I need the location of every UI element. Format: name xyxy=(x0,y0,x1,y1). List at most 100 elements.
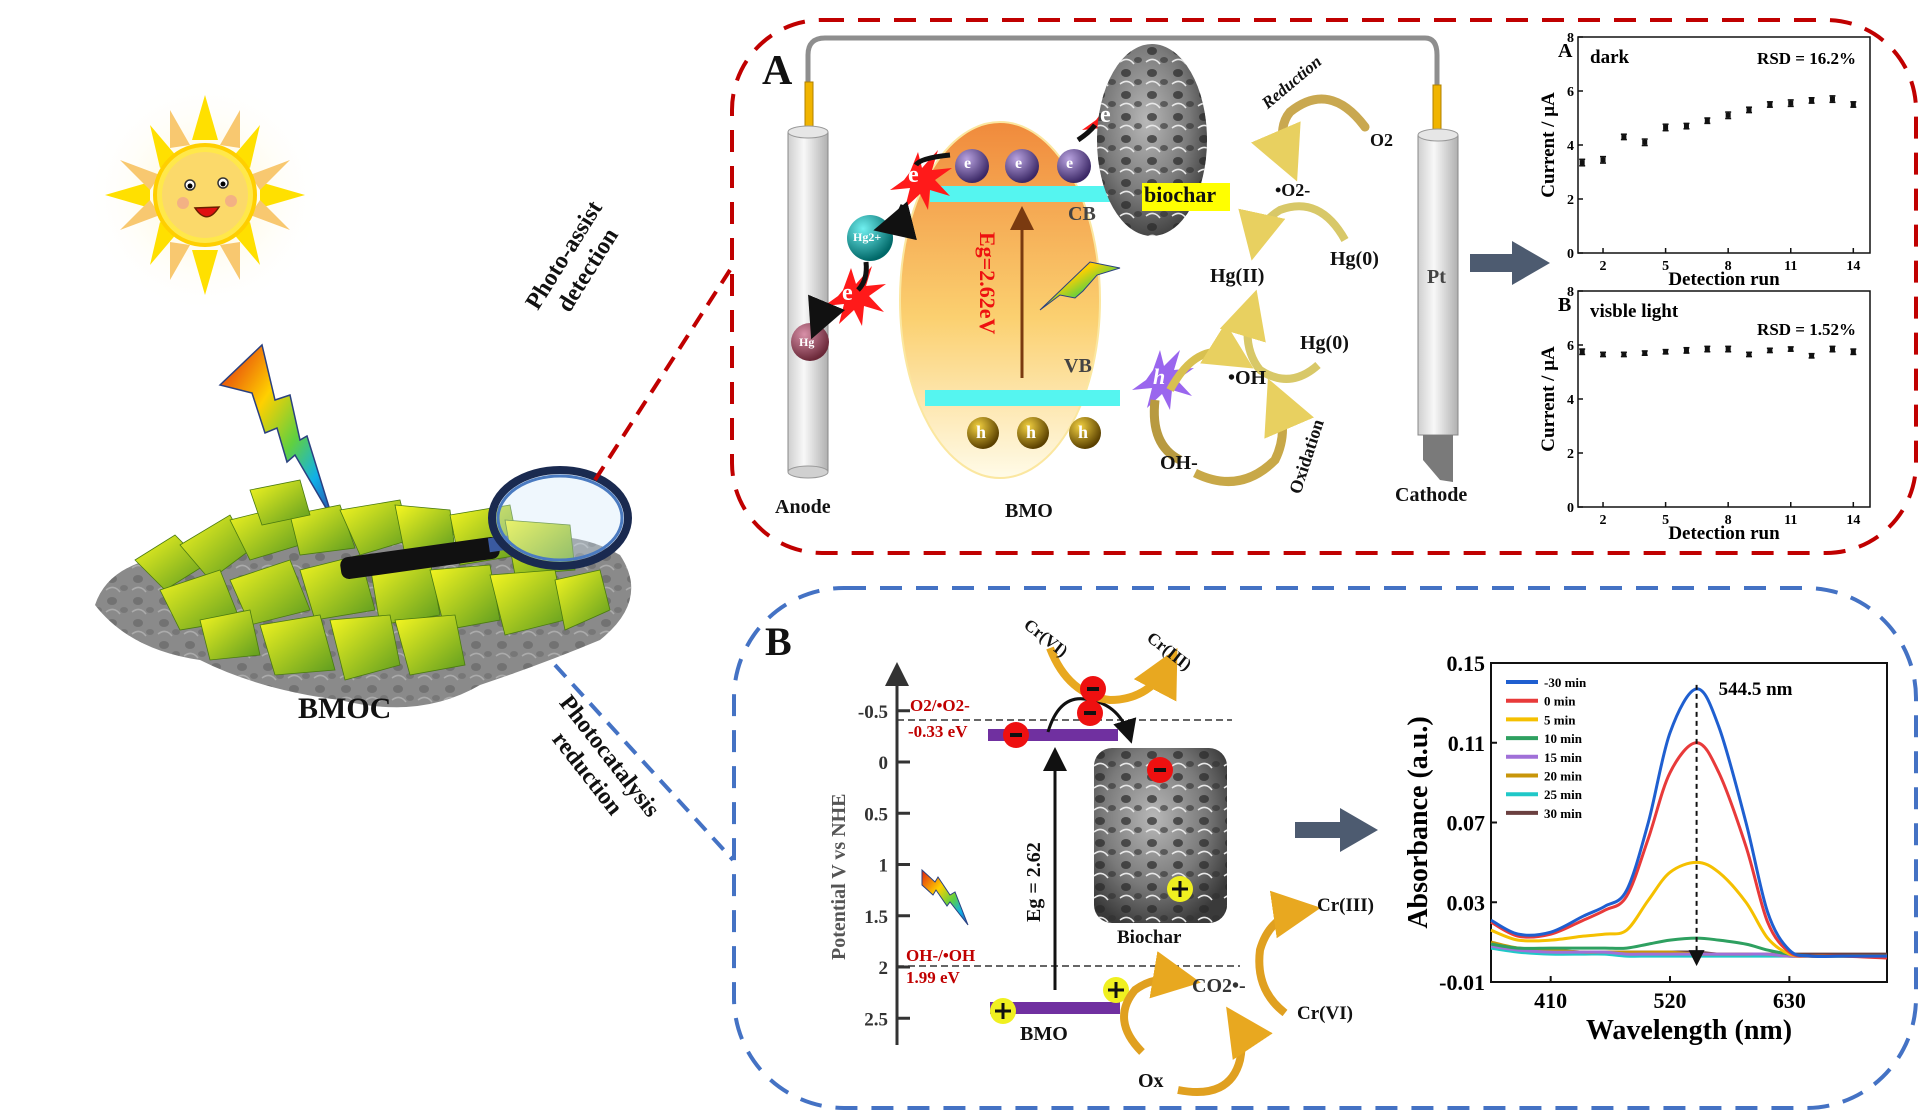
potential-tick-label: 1 xyxy=(879,856,889,877)
star-hole-label: h xyxy=(1153,364,1166,389)
x-tick-label: 2 xyxy=(1600,259,1607,274)
x-tick-label: 14 xyxy=(1846,259,1860,274)
legend-label: 25 min xyxy=(1544,787,1583,802)
data-point xyxy=(1683,347,1689,353)
superoxide-label: •O2- xyxy=(1275,180,1311,200)
vb-label: VB xyxy=(1064,355,1092,377)
x-tick-label: 8 xyxy=(1725,259,1732,274)
light-bolt-small-icon xyxy=(1039,261,1121,311)
spectrum-line xyxy=(1490,687,1887,959)
data-point xyxy=(1621,134,1627,140)
cr3-label-right: Cr(III) xyxy=(1317,895,1374,916)
data-point xyxy=(1850,349,1856,355)
y-tick-label: 8 xyxy=(1567,285,1574,300)
biochar-label-b: Biochar xyxy=(1117,927,1182,948)
arrow-to-detection-charts xyxy=(1470,241,1550,285)
data-point xyxy=(1767,347,1773,353)
data-point xyxy=(1829,346,1835,352)
vb-hole-label-1: h xyxy=(976,422,987,442)
vb-holes xyxy=(967,417,1101,449)
data-point xyxy=(1600,351,1606,357)
data-point xyxy=(1642,139,1648,145)
o2-label: O2 xyxy=(1370,130,1394,150)
oh-minus-label: OH- xyxy=(1160,452,1198,474)
x-tick-label: 11 xyxy=(1784,259,1797,274)
legend-label: -30 min xyxy=(1544,675,1587,690)
chart-condition-label: visble light xyxy=(1590,301,1679,322)
sun-icon xyxy=(85,75,325,315)
y-tick-label: 0.07 xyxy=(1447,811,1486,836)
cb-electron-label-3: e xyxy=(1066,155,1074,172)
bmo-particle xyxy=(899,121,1101,479)
panel-b-border xyxy=(732,586,1918,1110)
electron-star-1 xyxy=(890,150,952,210)
data-point xyxy=(1621,351,1627,357)
o2-couple-label: O2/•O2- xyxy=(910,696,970,715)
x-tick-label: 410 xyxy=(1534,988,1567,1013)
x-axis-title: Detection run xyxy=(1668,269,1780,290)
chart-letter: B xyxy=(1558,294,1571,316)
x-tick-label: 5 xyxy=(1662,259,1669,274)
biochar-label-a: biochar xyxy=(1144,182,1217,207)
magnifier-icon xyxy=(340,466,632,579)
x-axis-title: Detection run xyxy=(1668,523,1780,544)
anode-electrode xyxy=(787,81,829,479)
potential-tick-label: -0.5 xyxy=(858,702,888,723)
bmo-label-a: BMO xyxy=(1005,500,1053,522)
o2-potential-label: -0.33 eV xyxy=(908,722,968,741)
oxidation-cycle-arrow xyxy=(1149,322,1314,486)
connector-line-a xyxy=(593,268,732,482)
x-tick-label: 14 xyxy=(1846,513,1860,528)
y-axis-title: Current / μA xyxy=(1538,92,1559,198)
ox-label: Ox xyxy=(1138,1070,1164,1092)
plot-frame xyxy=(1577,290,1871,508)
data-point xyxy=(1788,346,1794,352)
valence-band xyxy=(925,390,1120,406)
anode-label: Anode xyxy=(775,496,831,518)
cathode-label: Cathode xyxy=(1395,484,1468,506)
data-point xyxy=(1663,349,1669,355)
potential-axis-ticks: -0.500.511.522.5 xyxy=(858,702,910,1030)
y-tick-label: 6 xyxy=(1567,339,1574,354)
y-tick-label: 0.11 xyxy=(1448,731,1485,756)
data-point xyxy=(1809,353,1815,359)
potential-tick-label: 2.5 xyxy=(864,1009,888,1030)
bmo-valence-band xyxy=(990,1002,1120,1014)
data-point xyxy=(1683,123,1689,129)
x-tick-label: 11 xyxy=(1784,513,1797,528)
x-tick-label: 520 xyxy=(1654,988,1687,1013)
y-tick-label: 2 xyxy=(1567,193,1574,208)
transfer-arrow-5 xyxy=(1076,123,1098,143)
arrow-to-spectrum xyxy=(1295,808,1378,852)
external-wire xyxy=(805,35,1440,85)
x-axis-title: Wavelength (nm) xyxy=(1586,1015,1792,1046)
x-tick-label: 2 xyxy=(1600,513,1607,528)
y-tick-label: 0 xyxy=(1567,501,1574,516)
transfer-arrow-2 xyxy=(873,201,917,241)
panel-b-label: B xyxy=(765,619,792,664)
y-tick-label: 4 xyxy=(1567,393,1574,408)
legend-label: 10 min xyxy=(1544,731,1583,746)
hole-star xyxy=(1132,350,1194,410)
hg-label: Hg xyxy=(799,335,815,349)
data-point xyxy=(1663,124,1669,130)
transfer-arrow-1 xyxy=(913,152,951,167)
bmoc-label: BMOC xyxy=(298,692,392,725)
electron-star-2 xyxy=(824,266,886,326)
cr-reduction-arrow-top xyxy=(1046,646,1178,705)
cr6-label-right: Cr(VI) xyxy=(1297,1003,1353,1024)
y-tick-label: 0 xyxy=(1567,247,1574,262)
cb-electron-label-1: e xyxy=(964,155,972,172)
pt-label: Pt xyxy=(1427,266,1446,288)
oh-radical-label: •OH xyxy=(1228,367,1267,389)
x-tick-label: 630 xyxy=(1773,988,1806,1013)
electrons-b xyxy=(1003,676,1173,783)
x-tick-label: 8 xyxy=(1725,513,1732,528)
peak-annotation: 544.5 nm xyxy=(1719,679,1793,700)
potential-tick-label: 2 xyxy=(879,958,889,979)
bandgap-label-b: Eg = 2.62 xyxy=(1023,842,1045,922)
legend-label: 15 min xyxy=(1544,750,1583,765)
rsd-annotation: RSD = 16.2% xyxy=(1757,49,1856,68)
oh-potential-label: 1.99 eV xyxy=(906,968,960,987)
